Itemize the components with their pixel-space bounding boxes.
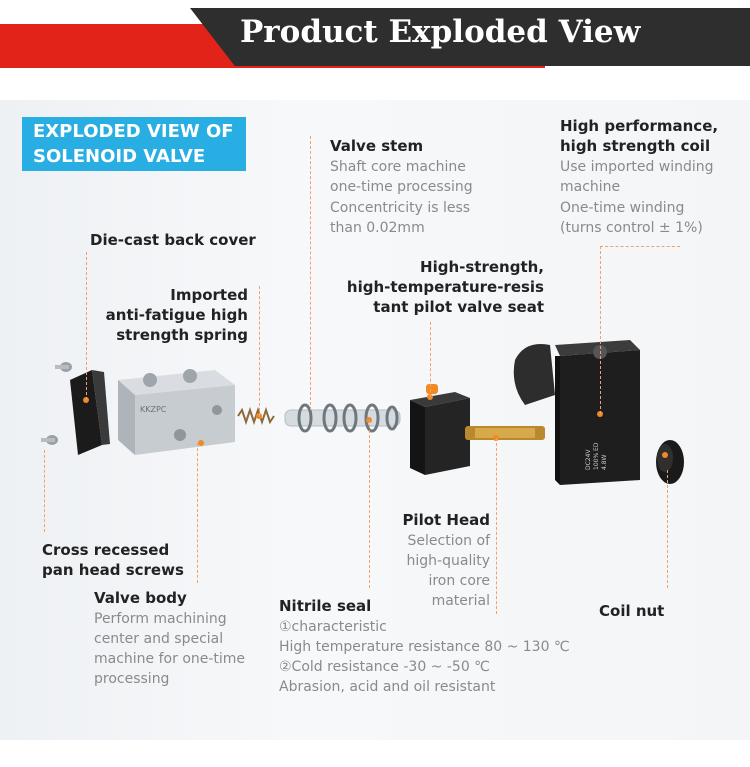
screws-title-1: Cross recessed [42,541,170,559]
pointer-line-spring [259,286,260,416]
spring-title-2: anti-fatigue high [105,306,248,324]
pointer-line-coil [600,246,601,414]
screws-title-2: pan head screws [42,561,184,579]
nitrile-desc-4: Abrasion, acid and oil resistant [279,679,496,695]
pilot-head-part [410,384,545,475]
coil-desc-2: machine [560,179,621,195]
coil-title-2: high strength coil [560,137,711,155]
valve-body-desc-1: Perform machining [94,611,227,627]
nitrile-desc-1: ①characteristic [279,619,387,635]
valve-stem-desc-4: than 0.02mm [330,220,425,236]
valve-body-title: Valve body [94,589,187,607]
pointer-dots [83,394,668,458]
coil-part: DC24V 100% ED 4.8W [513,340,640,485]
valve-body-desc-4: processing [94,671,170,687]
coil-desc-4: (turns control ± 1%) [560,220,703,236]
coil-marking-2: 100% ED [593,442,600,470]
pointer-line-coil-nut [667,470,668,588]
coil-nut-part [656,440,684,484]
pointer-hline-coil [600,246,680,247]
pointer-line-nitrile-seal [369,420,370,588]
pilot-seat-title-1: High-strength, [420,258,544,276]
pointer-line-back-cover [86,252,87,400]
valve-body-part: KKZPC [118,369,235,455]
pointer-line-screws [44,450,45,532]
back-cover-title: Die-cast back cover [90,231,256,249]
back-cover-part [70,370,110,455]
coil-desc-1: Use imported winding [560,159,714,175]
coil-nut-title: Coil nut [599,602,665,620]
header-banner: Product Exploded View [0,0,750,90]
badge-line-1: EXPLODED VIEW OF [33,121,234,142]
banner-dark-panel [190,8,750,66]
pilot-seat-title-3: tant pilot valve seat [373,298,544,316]
valve-stem-desc-2: one-time processing [330,179,473,195]
coil-marking-1: DC24V [585,449,592,470]
screw-icon [41,435,58,445]
coil-title-1: High performance, [560,117,719,135]
pointer-line-pilot-seat [430,322,431,397]
pointer-line-valve-stem [310,136,311,410]
pilot-head-desc-3: iron core [428,573,490,589]
screw-icon [55,362,72,372]
body-marking: KKZPC [140,405,167,414]
pilot-seat-title-2: high-temperature-resis [346,278,544,296]
exploded-view-badge: EXPLODED VIEW OF SOLENOID VALVE [22,117,246,171]
valve-stem-title: Valve stem [330,137,424,155]
valve-stem-desc-3: Concentricity is less [330,200,471,216]
pilot-head-desc-1: Selection of [407,533,490,549]
valve-body-desc-3: machine for one-time [94,651,246,667]
nitrile-desc-3: ②Cold resistance -30 ~ -50 ℃ [279,659,490,675]
nitrile-title: Nitrile seal [279,597,372,615]
coil-marking-3: 4.8W [601,454,608,470]
pilot-head-desc-4: material [431,593,490,609]
spring-title-1: Imported [170,286,248,304]
banner-title: Product Exploded View [240,14,641,50]
valve-stem-desc-1: Shaft core machine [330,159,466,175]
pointer-line-valve-body [197,443,198,583]
coil-desc-3: One-time winding [560,200,685,216]
pointer-line-pilot-head [496,438,497,614]
badge-line-2: SOLENOID VALVE [33,146,206,167]
spring-title-3: strength spring [116,326,248,344]
valve-stem-part [284,403,401,433]
pilot-head-desc-2: high-quality [406,553,490,569]
nitrile-desc-2: High temperature resistance 80 ~ 130 ℃ [279,639,570,655]
pilot-head-title: Pilot Head [402,511,490,529]
valve-body-desc-2: center and special [94,631,224,647]
